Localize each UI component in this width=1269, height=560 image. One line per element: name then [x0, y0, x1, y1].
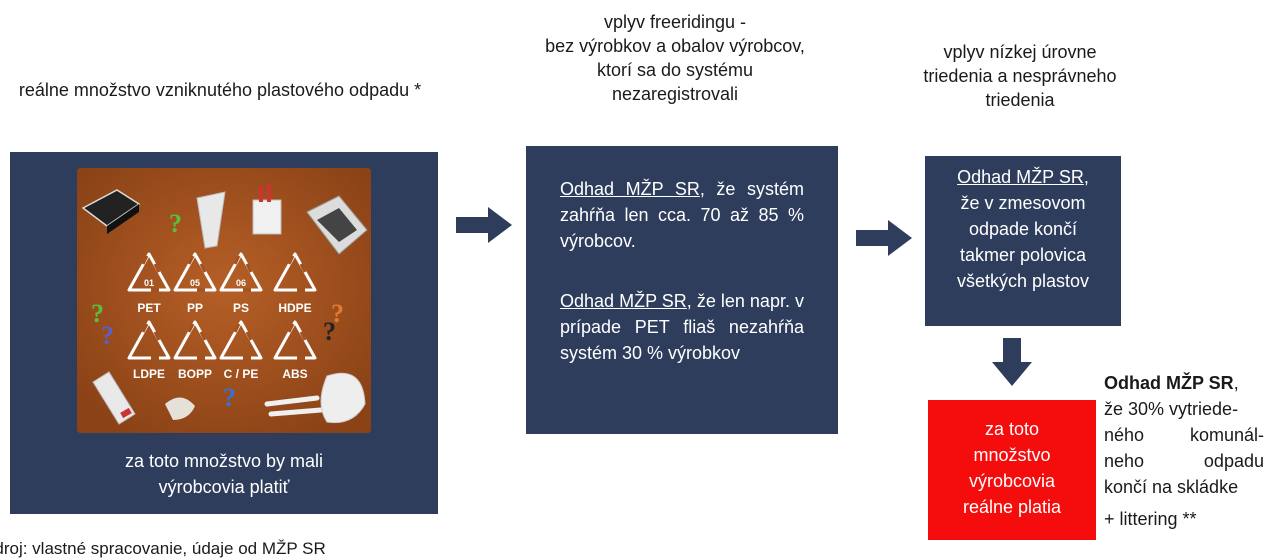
symbol-label-pp: PP: [187, 301, 203, 315]
symbol-label-cpe: C / PE: [224, 367, 259, 381]
source-note: Zdroj: vlastné spracovanie, údaje od MŽP…: [0, 539, 326, 558]
symbol-label-hdpe: HDPE: [278, 301, 311, 315]
symbol-number: 05: [190, 278, 200, 288]
recycling-symbols-graphic: ? ? ? ? ? ? 01 05 06 PET PP PS HDPE LDPE…: [77, 168, 371, 433]
estimate-link: Odhad MŽP SR: [560, 179, 700, 199]
cutlery-object: [264, 395, 324, 417]
symbol-number: 01: [144, 278, 154, 288]
caption-line: ktorí sa do systému: [596, 60, 754, 80]
col2-caption: vplyv freeridingu - bez výrobkov a obalo…: [500, 10, 850, 106]
sorting-box: Odhad MŽP SR, že v zmesovom odpade končí…: [925, 156, 1121, 326]
paragraph-text: ,: [1083, 167, 1089, 187]
symbol-label-pet: PET: [137, 301, 161, 315]
note-row: neho odpadu: [1104, 448, 1264, 474]
freeriding-paragraph-2: Odhad MŽP SR, že len napr. v prípade PET…: [560, 288, 804, 366]
wrap-object: [320, 372, 366, 424]
paragraph-text: , že len napr. v prípade PET fliaš nezah…: [560, 291, 804, 363]
red-box-line: reálne platia: [962, 497, 1062, 517]
red-box-line: výrobcovia: [968, 471, 1056, 491]
note-bold: Odhad MŽP SR: [1104, 373, 1234, 393]
freeriding-paragraph-1: Odhad MŽP SR, že systém zahŕňa len cca. …: [560, 176, 804, 254]
question-mark-icon: ?: [101, 321, 114, 350]
symbol-label-ldpe: LDPE: [133, 367, 165, 381]
actual-waste-box: ? ? ? ? ? ? 01 05 06 PET PP PS HDPE LDPE…: [10, 152, 438, 514]
landfill-note: Odhad MŽP SR, že 30% vytriede- ného komu…: [1104, 370, 1264, 532]
estimate-link: Odhad MŽP SR: [957, 167, 1084, 187]
printer-object: [306, 195, 368, 255]
right-arrow-icon: [856, 220, 912, 256]
symbol-label-bopp: BOPP: [178, 367, 212, 381]
paragraph-text: všetkých plastov: [956, 271, 1090, 291]
caption-line: triedenia a nesprávneho: [923, 66, 1117, 86]
note-text: ného: [1104, 425, 1145, 445]
question-mark-icon: ?: [223, 383, 236, 412]
actual-paid-text: za toto množstvo výrobcovia reálne plati…: [928, 416, 1096, 520]
note-text: odpadu: [1203, 451, 1264, 471]
bag-object: [165, 397, 195, 420]
caption-line: vplyv nízkej úrovne: [943, 42, 1097, 62]
red-box-line: za toto: [984, 419, 1040, 439]
note-text: končí na skládke: [1104, 477, 1239, 497]
note-text: ,: [1233, 373, 1239, 393]
note-row: ného komunál-: [1104, 422, 1264, 448]
symbol-label-abs: ABS: [282, 367, 307, 381]
pencil-cup-object: [252, 184, 282, 235]
caption-line: vplyv freeridingu -: [603, 12, 747, 32]
sorting-box-text: Odhad MŽP SR, že v zmesovom odpade končí…: [925, 164, 1121, 294]
symbol-label-ps: PS: [233, 301, 249, 315]
note-text: že 30% vytriede-: [1104, 399, 1239, 419]
symbol-number: 06: [236, 278, 246, 288]
note-text: neho: [1104, 451, 1145, 471]
caption-line: nezaregistrovali: [611, 84, 739, 104]
col1-caption: reálne množstvo vzniknutého plastového o…: [18, 80, 422, 100]
actual-waste-box-caption: za toto množstvo by mali výrobcovia plat…: [10, 448, 438, 500]
down-arrow-icon: [992, 338, 1032, 386]
note-text: + littering **: [1104, 509, 1197, 529]
question-mark-icon: ?: [323, 317, 336, 346]
box-caption-line: za toto množstvo by mali: [124, 451, 324, 471]
question-mark-icon: ?: [91, 299, 104, 328]
red-box-line: množstvo: [973, 445, 1051, 465]
paragraph-text: odpade končí: [968, 219, 1078, 239]
box-caption-line: výrobcovia platiť: [158, 477, 290, 497]
estimate-link: Odhad MŽP SR: [560, 291, 687, 311]
caption-line: triedenia: [985, 90, 1055, 110]
bottle-object: [92, 371, 136, 425]
paragraph-text: že v zmesovom: [960, 193, 1086, 213]
tray-object: [81, 189, 141, 234]
paragraph-text: takmer polovica: [959, 245, 1087, 265]
note-text: komunál-: [1189, 425, 1264, 445]
cup-object: [196, 191, 226, 249]
paragraph-text: , že systém zahŕňa len cca. 70 až 85 % v…: [560, 179, 804, 251]
question-mark-icon: ?: [169, 209, 182, 238]
right-arrow-icon: [456, 207, 512, 243]
freeriding-box: Odhad MŽP SR, že systém zahŕňa len cca. …: [526, 146, 838, 434]
plastic-waste-illustration: ? ? ? ? ? ? 01 05 06 PET PP PS HDPE LDPE…: [77, 168, 371, 433]
actual-paid-box: za toto množstvo výrobcovia reálne plati…: [928, 400, 1096, 540]
col3-caption: vplyv nízkej úrovne triedenia a nesprávn…: [900, 40, 1140, 112]
caption-line: bez výrobkov a obalov výrobcov,: [545, 36, 805, 56]
question-mark-icon: ?: [331, 299, 344, 328]
